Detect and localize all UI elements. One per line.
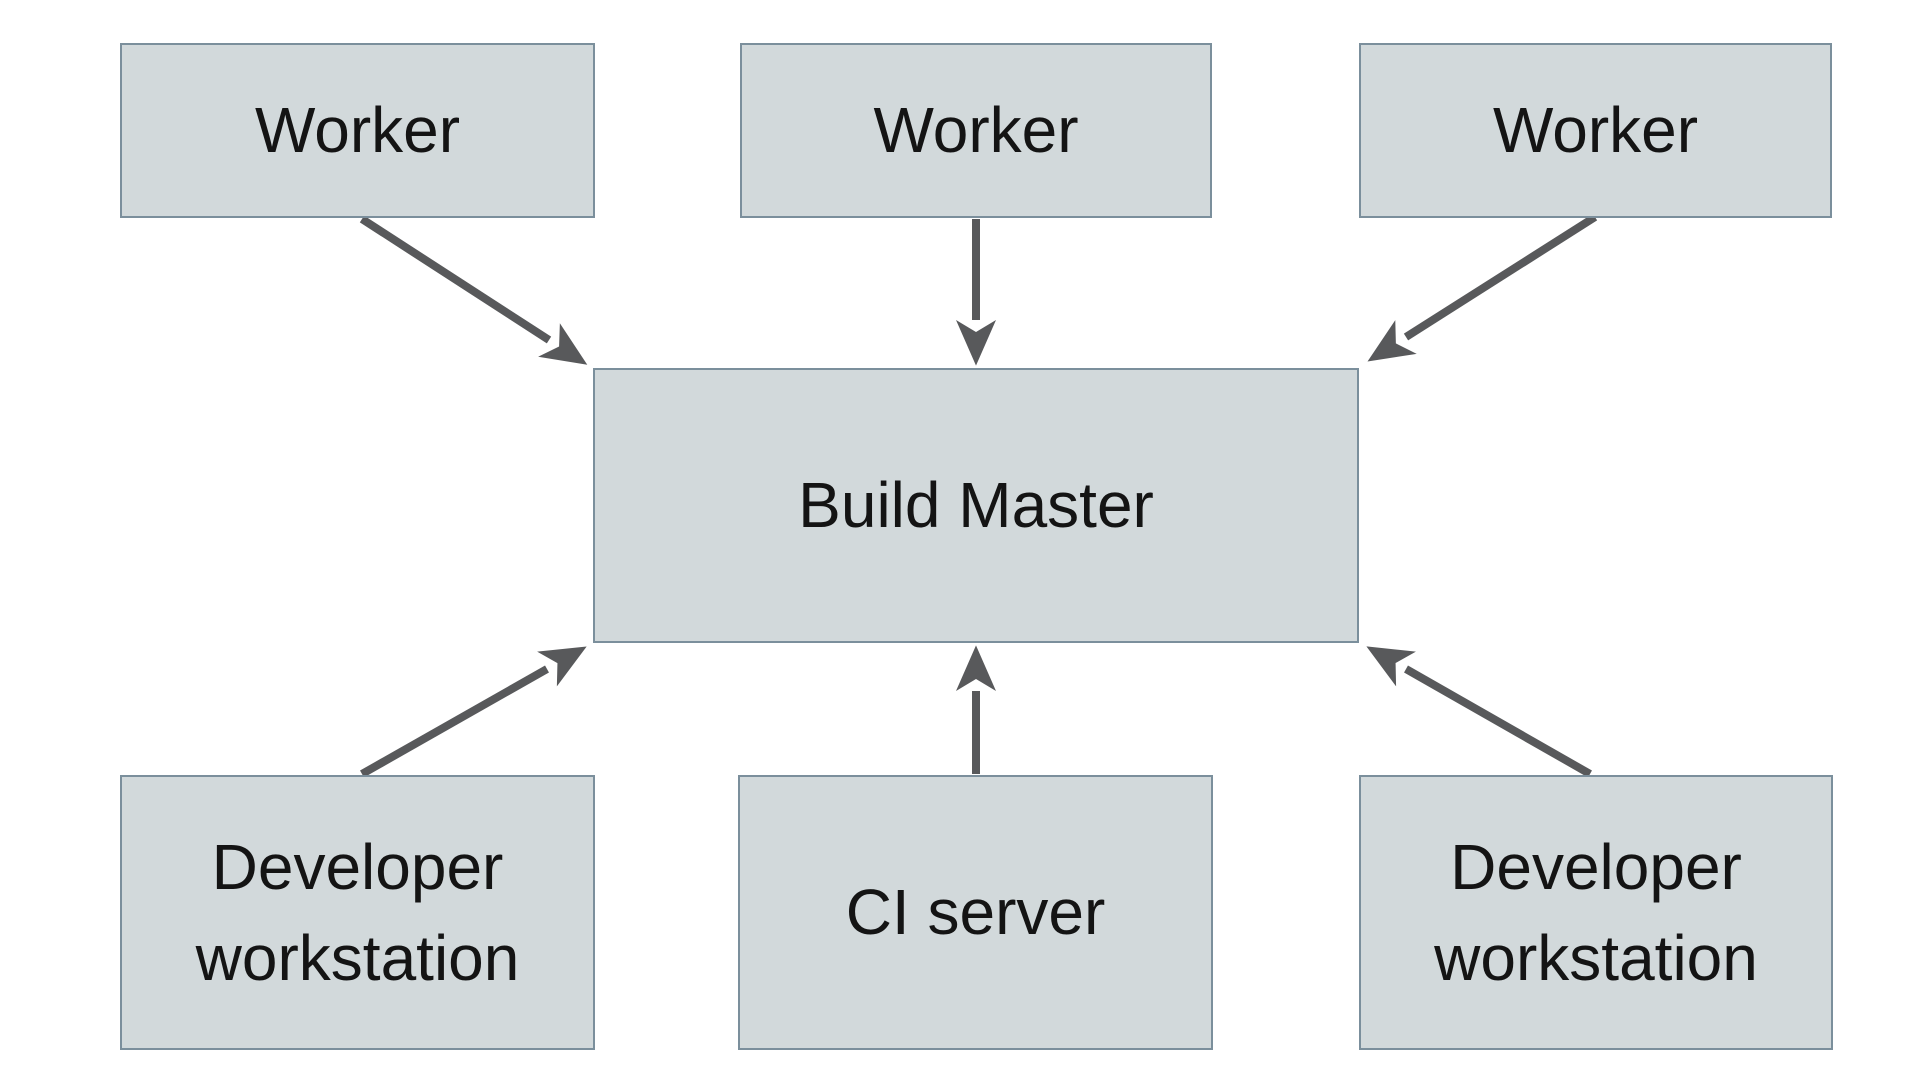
node-worker-3: Worker	[1359, 43, 1832, 218]
node-ci-server-label: CI server	[845, 876, 1106, 949]
node-build-master: Build Master	[593, 368, 1359, 643]
node-developer-workstation-2-label: Developer workstation	[1434, 830, 1758, 994]
node-worker-1: Worker	[120, 43, 595, 218]
node-developer-workstation-2: Developer workstation	[1359, 775, 1833, 1050]
node-ci-server: CI server	[738, 775, 1213, 1050]
node-worker-2: Worker	[740, 43, 1212, 218]
node-developer-workstation-1-label: Developer workstation	[195, 830, 520, 994]
node-worker-2-label: Worker	[873, 94, 1079, 167]
arrow-worker1-to-build-master	[359, 215, 588, 365]
node-build-master-label: Build Master	[798, 469, 1154, 542]
arrow-dev1-to-build-master	[360, 646, 587, 778]
node-worker-3-label: Worker	[1492, 94, 1699, 167]
node-worker-1-label: Worker	[254, 94, 461, 167]
arrow-worker3-to-build-master	[1367, 213, 1598, 362]
node-developer-workstation-1: Developer workstation	[120, 775, 595, 1050]
arrow-dev2-to-build-master	[1366, 646, 1592, 778]
